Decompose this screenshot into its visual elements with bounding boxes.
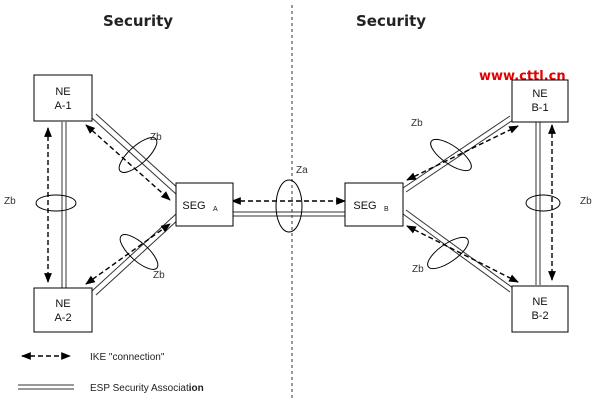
esp-a1-sega [91,113,181,195]
zb-ellipse-a1-sega [118,137,158,173]
ike-b1-segb [406,125,519,181]
zb-ellipse-b1-b2 [525,194,561,212]
zb-label-b1-segb: Zb [411,118,423,129]
zb-ellipse-a2-sega [119,234,159,270]
legend-esp-label: ESP Security Association [90,383,204,394]
ne-b1-line1: NE [532,88,547,100]
zb-ellipse-b1-segb [430,138,472,172]
seg-a-label: SEG [182,200,205,212]
esp-b1-b2 [535,118,541,285]
ne-b2-line2: B-2 [531,310,548,322]
ne-a2-line1: NE [55,298,70,310]
za-ellipse [275,179,303,233]
esp-a1-a2 [61,122,67,288]
legend-esp-tail: ion [189,383,204,394]
zb-label-right: Zb [580,196,592,207]
ike-a1-sega [85,124,171,201]
zb-label-a2-sega: Zb [153,270,165,281]
seg-a-subscript: A [213,206,218,213]
ne-a1-line2: A-1 [54,100,71,112]
za-label: Za [296,165,308,176]
legend-esp-main: ESP Security Associat [90,383,189,394]
ne-a1-node: NE A-1 [33,74,93,122]
esp-sega-segb [232,211,345,217]
legend-esp-symbol [18,384,74,390]
right-domain-title: Security [356,12,426,30]
seg-a-node: SEG A [175,182,234,227]
legend-ike-label: IKE "connection" [90,352,165,363]
seg-b-label: SEG [353,200,376,212]
ike-b2-segb [406,225,519,283]
ne-b2-node: NE B-2 [511,285,569,333]
seg-b-node: SEG B [344,182,404,227]
ne-b2-line1: NE [532,296,547,308]
ne-a1-line1: NE [55,86,70,98]
seg-b-subscript: B [384,206,389,213]
zb-label-b2-segb: Zb [412,264,424,275]
ne-b1-node: NE B-1 [511,79,569,123]
zb-ellipse-a1-a2 [35,194,77,212]
ne-a2-node: NE A-2 [33,287,93,333]
zb-label-left: Zb [4,196,16,207]
ne-a2-line2: A-2 [54,312,71,324]
zb-ellipse-b2-segb [427,236,469,270]
left-domain-title: Security [103,12,173,30]
zb-label-a1-sega: Zb [150,132,162,143]
ne-b1-line2: B-1 [531,102,548,114]
